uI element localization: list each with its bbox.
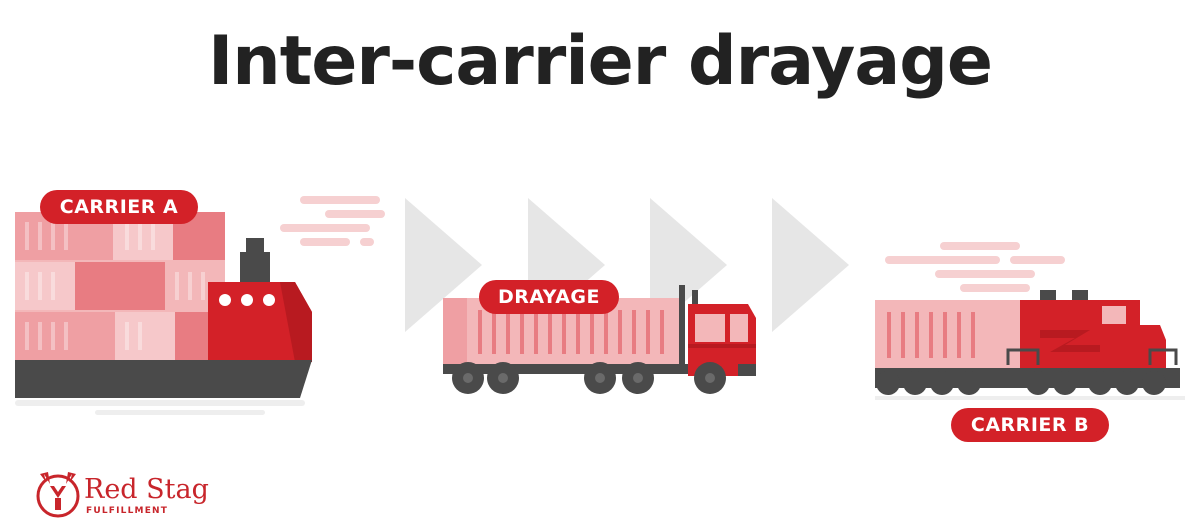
ship-smoke [280,196,385,246]
drayage-label: DRAYAGE [479,280,619,314]
freight-car [875,300,1025,370]
locomotive [875,242,1185,400]
red-stag-logo-icon [36,472,80,518]
logo-name: Red Stag [84,474,209,505]
carrier-a-label: CARRIER A [40,190,198,224]
cargo-ship [15,196,385,415]
rail [875,396,1185,400]
logo-tagline: FULFILLMENT [86,506,169,516]
ship-hull [15,360,312,398]
chevron-right-icon [772,198,849,332]
diagram-title: Inter-carrier drayage [207,22,993,101]
train-smoke [885,242,1065,292]
water-line [15,400,305,406]
carrier-b-label: CARRIER B [951,408,1109,442]
container-ribs [25,222,205,350]
ship-funnel [240,252,270,282]
ship-containers [15,212,225,362]
chevron-right-icon [405,198,482,332]
